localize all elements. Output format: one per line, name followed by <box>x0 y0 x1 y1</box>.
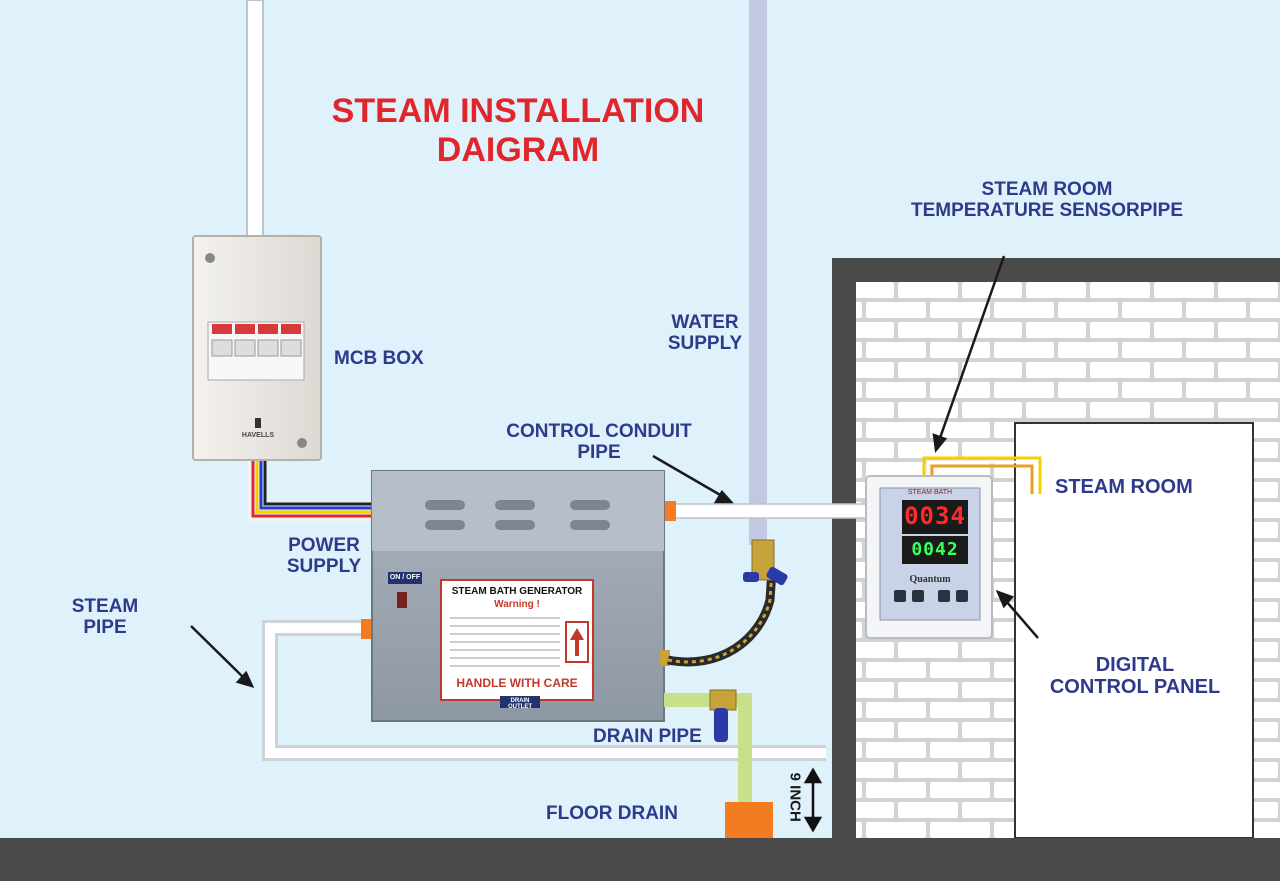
digital-control-panel <box>865 475 993 639</box>
on-off-label: ON / OFF <box>389 574 421 581</box>
control-conduit-label: CONTROL CONDUIT PIPE <box>506 421 692 463</box>
steam-pipe-inner <box>265 623 826 758</box>
mcb-box-label: MCB BOX <box>334 348 424 369</box>
panel-header: STEAM BATH <box>907 489 953 496</box>
power-wires <box>247 460 375 522</box>
power-conduit <box>246 0 264 244</box>
floor-drain <box>725 802 773 838</box>
diagram-title: STEAM INSTALLATION DAIGRAM <box>300 92 736 170</box>
mcb-brand: HAVELLS <box>241 432 275 439</box>
water-supply-label: WATER SUPPLY <box>667 312 743 354</box>
water-valve <box>743 539 788 586</box>
steam-pipe-label: STEAM PIPE <box>71 596 139 638</box>
drain-pipe <box>664 693 752 805</box>
drain-valve <box>709 689 737 742</box>
mcb-box <box>192 235 322 461</box>
title-line-1: STEAM INSTALLATION <box>331 92 705 130</box>
nine-inch-arrow <box>803 767 823 833</box>
control-conduit-pipe <box>671 503 873 519</box>
panel-brand: Quantum <box>909 574 951 585</box>
sensor-wires <box>922 456 1042 494</box>
handle-with-care-label: HANDLE WITH CARE <box>456 676 578 690</box>
power-supply-label: POWER SUPPLY <box>286 535 362 577</box>
drain-pipe-label: DRAIN PIPE <box>593 726 702 747</box>
sensor-label: STEAM ROOM TEMPERATURE SENSORPIPE <box>910 179 1184 221</box>
drain-outlet-label: DRAIN OUTLET <box>508 698 532 710</box>
digital-control-panel-label: DIGITAL CONTROL PANEL <box>1049 654 1221 698</box>
nine-inch-label: 9 INCH <box>786 772 804 822</box>
pointer-arrows <box>190 255 1039 688</box>
floor-drain-label: FLOOR DRAIN <box>546 803 678 824</box>
steam-generator <box>371 470 670 722</box>
title-line-2: DAIGRAM <box>436 131 600 170</box>
control-conduit-fitting <box>662 501 676 521</box>
display-top: 0034 <box>904 502 966 530</box>
display-bottom: 0042 <box>911 539 959 560</box>
floor <box>0 838 1280 881</box>
generator-plate-title: STEAM BATH GENERATOR <box>451 586 583 597</box>
steam-room-label: STEAM ROOM <box>1055 476 1193 498</box>
water-supply-pipe <box>749 0 767 545</box>
warning-label: Warning ! <box>494 599 540 610</box>
